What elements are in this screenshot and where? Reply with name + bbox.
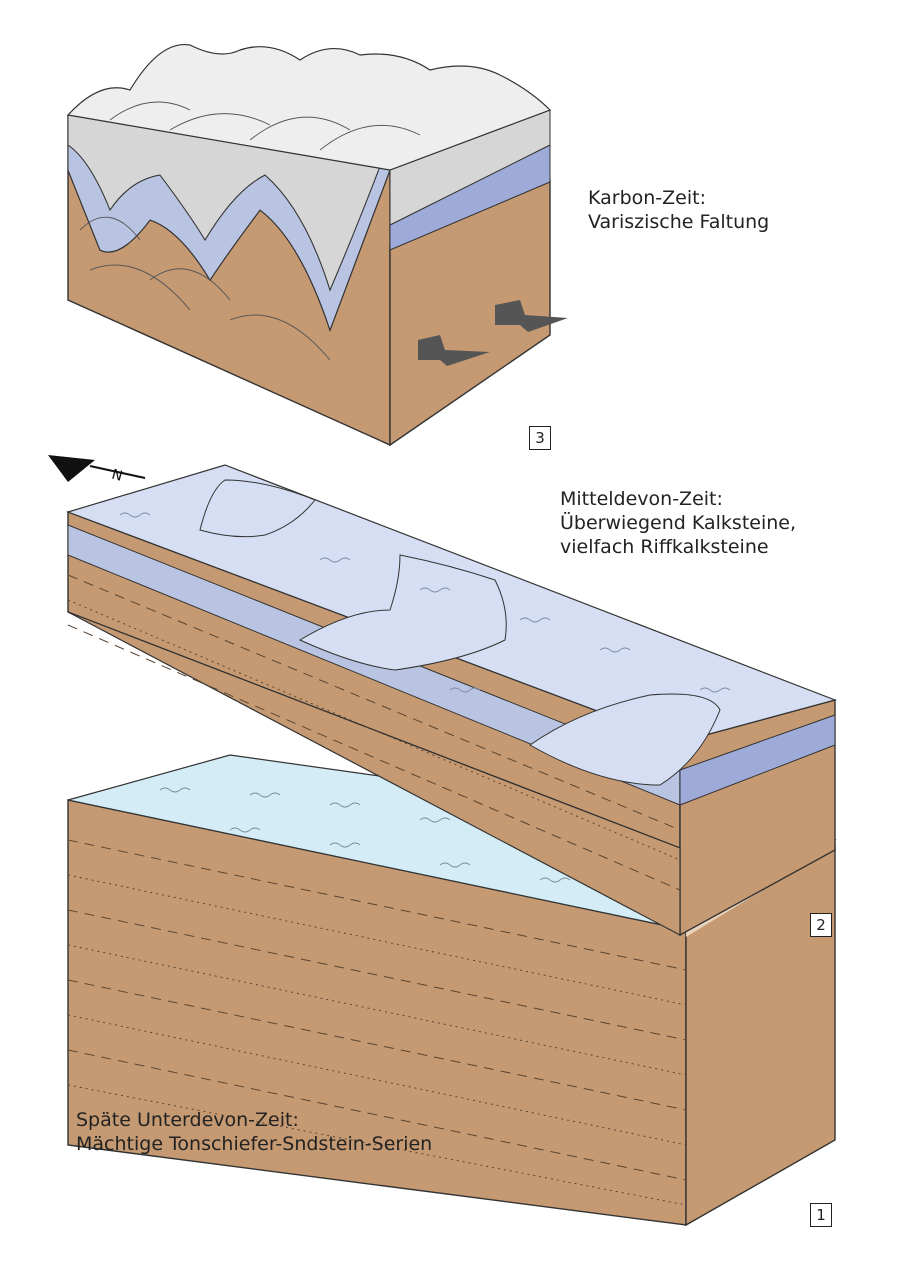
block-2-caption-line3: vielfach Riffkalksteine bbox=[560, 536, 769, 558]
block-2-reef-2 bbox=[298, 554, 507, 671]
block-3-karbon bbox=[66, 43, 568, 447]
compression-arrow-1 bbox=[495, 300, 568, 332]
north-arrow-head bbox=[48, 455, 95, 482]
block-2-end-limestone bbox=[679, 714, 836, 806]
block-2-waves bbox=[119, 512, 731, 693]
block-1-caption: Späte Unterdevon-Zeit: Mächtige Tonschie… bbox=[76, 1108, 432, 1156]
block-3-contours bbox=[79, 101, 421, 361]
compression-arrow-2 bbox=[418, 335, 490, 366]
block-3-caption-line1: Karbon-Zeit: bbox=[588, 187, 706, 209]
block-3-upper-strata bbox=[67, 114, 391, 292]
block-1-number-box: 1 bbox=[810, 1203, 832, 1227]
block-2-strata bbox=[67, 574, 681, 891]
block-2-caption-line1: Mitteldevon-Zeit: bbox=[560, 488, 723, 510]
block-3-number-box: 3 bbox=[529, 426, 551, 450]
block-3-caption: Karbon-Zeit: Variszische Faltung bbox=[588, 186, 769, 234]
block-1-caption-line1: Späte Unterdevon-Zeit: bbox=[76, 1109, 299, 1131]
block-2-caption: Mitteldevon-Zeit: Überwiegend Kalksteine… bbox=[560, 487, 796, 559]
block-1-caption-line2: Mächtige Tonschiefer-Sndstein-Serien bbox=[76, 1133, 433, 1155]
block-2-reef-1 bbox=[199, 479, 316, 538]
block-2-caption-line2: Überwiegend Kalksteine, bbox=[560, 512, 797, 534]
block-1-strata bbox=[67, 839, 687, 1206]
north-arrow: N bbox=[48, 455, 146, 485]
block-2-reef-3 bbox=[529, 693, 721, 786]
north-arrow-letter: N bbox=[110, 467, 124, 485]
block-3-top-surface bbox=[66, 43, 552, 171]
block-2-mitteldevon bbox=[66, 464, 837, 937]
block-2-front-lower bbox=[67, 611, 681, 936]
block-3-caption-line2: Variszische Faltung bbox=[588, 211, 770, 233]
block-2-number-box: 2 bbox=[810, 913, 832, 937]
